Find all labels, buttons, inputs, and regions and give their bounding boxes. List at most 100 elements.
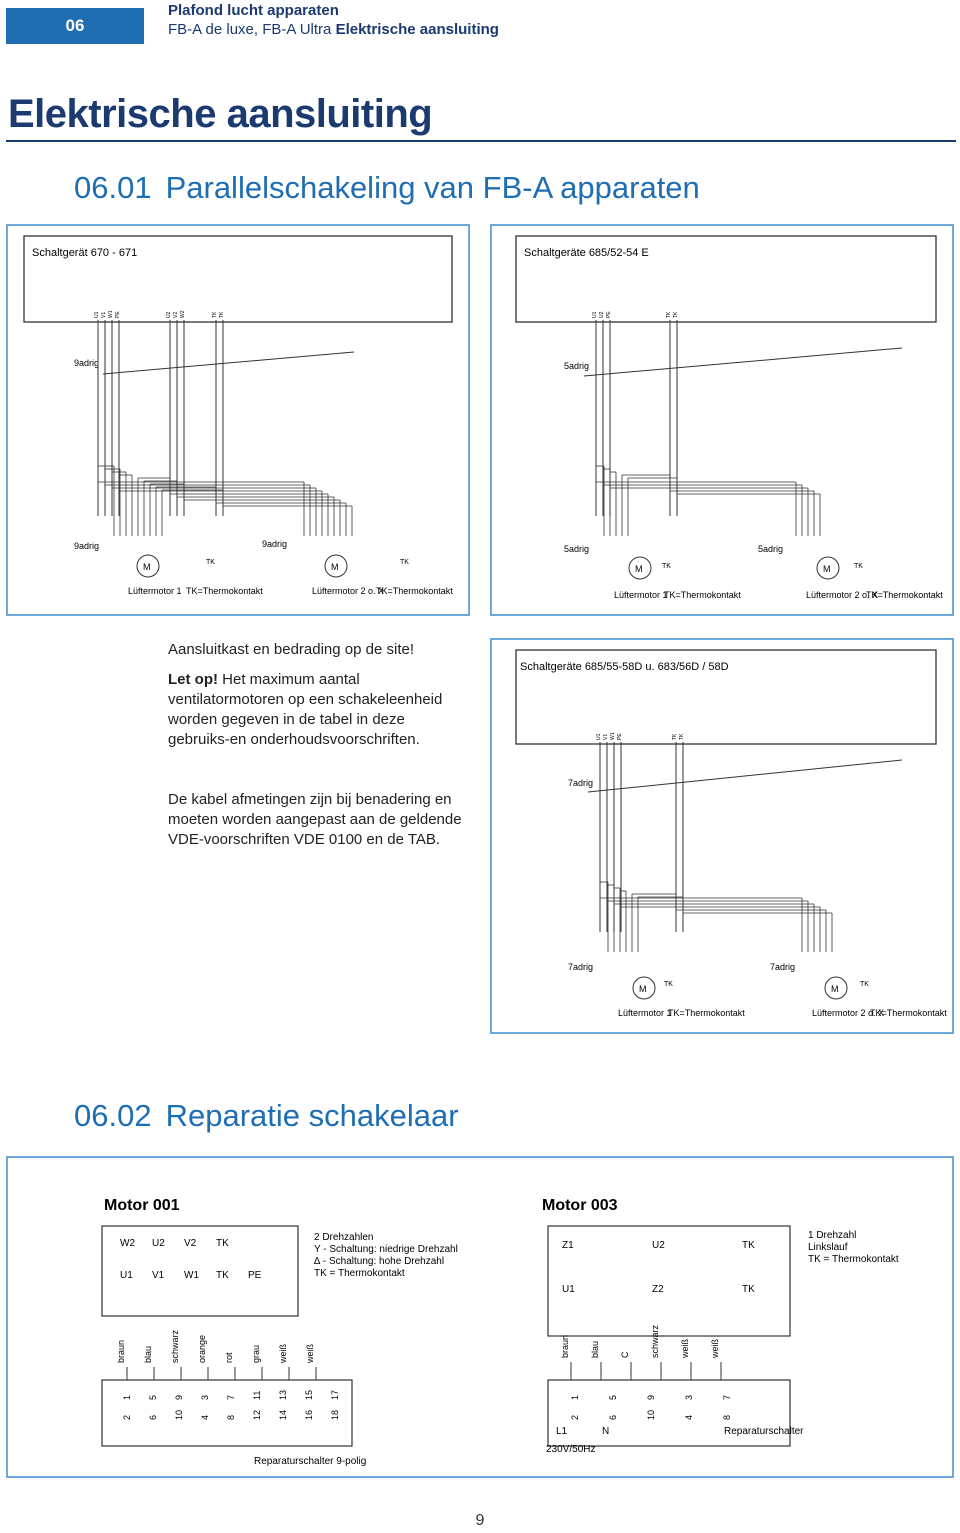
- switch-number-top: 7: [226, 1395, 236, 1400]
- terminal-label: W1: [184, 1270, 199, 1281]
- switch-number-bottom: 2: [570, 1415, 580, 1420]
- motor2-symbol: [324, 554, 348, 578]
- wire-colour-label: rot: [224, 1352, 234, 1363]
- terminal-label: U1: [592, 311, 598, 318]
- motor001-title: Motor 001: [104, 1197, 180, 1214]
- switch-number-top: 11: [252, 1391, 262, 1400]
- motor2-cable-label: 5adrig: [758, 544, 783, 554]
- terminal-label: Z2: [652, 1284, 664, 1295]
- wire-colour-label: schwarz: [170, 1329, 180, 1363]
- motor1-tk: TK=Thermokontakt: [186, 586, 263, 596]
- terminal-label: W1: [610, 732, 616, 740]
- svg-text:TK: TK: [860, 981, 869, 988]
- terminal-label: Z1: [562, 1240, 574, 1251]
- wire-colour-label: braun: [116, 1340, 126, 1363]
- terminal-label: U1: [120, 1270, 133, 1281]
- legend-line: TK = Thermokontakt: [808, 1254, 899, 1265]
- switch-number-bottom: 8: [226, 1415, 236, 1420]
- svg-text:M: M: [635, 564, 643, 574]
- wire-colour-label: schwarz: [650, 1324, 660, 1358]
- switch-number-bottom: 2: [122, 1415, 132, 1420]
- terminal-label: U1: [94, 311, 100, 318]
- switch-number-top: 1: [122, 1395, 132, 1400]
- terminal-label: U1: [596, 733, 602, 740]
- section-title: Reparatie schakelaar: [165, 1098, 459, 1133]
- svg-text:M: M: [831, 984, 839, 994]
- terminal-label: PE: [617, 733, 623, 740]
- motor1-m: M: [143, 562, 151, 572]
- switchbox-label: Schaltgeräte 685/52-54 E: [524, 247, 649, 259]
- motor1-label: Lüftermotor 1: [614, 590, 668, 600]
- motor2-tk: TK=Thermokontakt: [376, 586, 453, 596]
- svg-text:TK: TK: [664, 981, 673, 988]
- tk-mark-2: TK: [400, 559, 409, 566]
- header-subtitle: FB-A de luxe, FB-A Ultra Elektrische aan…: [168, 21, 499, 38]
- switch-number-top: 1: [570, 1395, 580, 1400]
- motor1-symbol: [632, 976, 656, 1000]
- tk-mark-1: TK: [206, 559, 215, 566]
- switchbox-label: Schaltgerät 670 - 671: [32, 247, 137, 259]
- motor2-label: Lüftermotor 2 o. X: [312, 586, 384, 596]
- wire-colour-label: weiß: [278, 1343, 288, 1364]
- motor2-tk: TK=Thermokontakt: [866, 590, 943, 600]
- switch-number-bottom: 6: [148, 1415, 158, 1420]
- motor1-symbol: [136, 554, 160, 578]
- motor003-terminal-box: [547, 1225, 791, 1337]
- motor1-tk: TK=Thermokontakt: [668, 1008, 745, 1018]
- motor2-symbol: [824, 976, 848, 1000]
- wire-colour-label: weiß: [710, 1338, 720, 1359]
- header-subtitle-plain: FB-A de luxe, FB-A Ultra: [168, 21, 336, 38]
- terminal-label: TK: [216, 1238, 229, 1249]
- wire-colour-label: C: [620, 1351, 630, 1358]
- supply-voltage: 230V/50Hz: [546, 1444, 595, 1455]
- section-title: Parallelschakeling van FB-A apparaten: [165, 170, 700, 205]
- terminal-label: PE: [248, 1270, 262, 1281]
- terminal-label: TK: [742, 1284, 755, 1295]
- motor2-symbol: [816, 556, 840, 580]
- motor001-switch-box: [101, 1379, 353, 1447]
- switch-number-top: 17: [330, 1390, 340, 1400]
- page-number: 9: [475, 1512, 485, 1529]
- switch-number-top: 3: [684, 1395, 694, 1400]
- motor1-cable-label: 9adrig: [74, 541, 99, 551]
- section-number: 06.01: [74, 170, 152, 205]
- supply-l1: L1: [556, 1426, 568, 1437]
- terminal-label: V2: [173, 312, 179, 318]
- terminal-label: U2: [599, 311, 605, 318]
- terminal-label: TK: [216, 1270, 229, 1281]
- switch-number-top: 3: [200, 1395, 210, 1400]
- terminal-label: U2: [166, 311, 172, 318]
- legend-line: TK = Thermokontakt: [314, 1268, 405, 1279]
- wire-colour-label: blau: [590, 1341, 600, 1358]
- supply-n: N: [602, 1426, 609, 1437]
- motor003-switch-label: Reparaturschalter: [724, 1426, 804, 1437]
- motor1-tk: TK=Thermokontakt: [664, 590, 741, 600]
- terminal-label: W1: [108, 310, 114, 318]
- switch-number-top: 9: [174, 1395, 184, 1400]
- cable-mark: [587, 759, 903, 793]
- section-number: 06.02: [74, 1098, 152, 1133]
- terminal-label: U2: [652, 1240, 665, 1251]
- page-title: Elektrische aansluiting: [8, 92, 433, 136]
- note-warning: Let op! Het maximum aantal ventilatormot…: [168, 670, 468, 750]
- section-heading-0602: 06.02 Reparatie schakelaar: [74, 1098, 459, 1134]
- note-site-wiring: Aansluitkast en bedrading op de site!: [168, 641, 414, 658]
- cable-label: 7adrig: [568, 778, 593, 788]
- wiring-diagram-panel-bottom: Schaltgeräte 685/55-58D u. 683/56D / 58D…: [490, 638, 954, 1034]
- motor001-switch-label: Reparaturschalter 9-polig: [254, 1456, 366, 1467]
- terminal-label: U1: [562, 1284, 575, 1295]
- wire-colour-label: weiß: [680, 1338, 690, 1359]
- terminal-label: PE: [115, 311, 121, 318]
- switch-number-bottom: 4: [200, 1415, 210, 1420]
- terminal-label: W2: [180, 310, 186, 318]
- terminal-label: U2: [152, 1238, 165, 1249]
- cable-label: 5adrig: [564, 361, 589, 371]
- motor2-cable-label: 7adrig: [770, 962, 795, 972]
- motor003-switch-box: [547, 1379, 791, 1447]
